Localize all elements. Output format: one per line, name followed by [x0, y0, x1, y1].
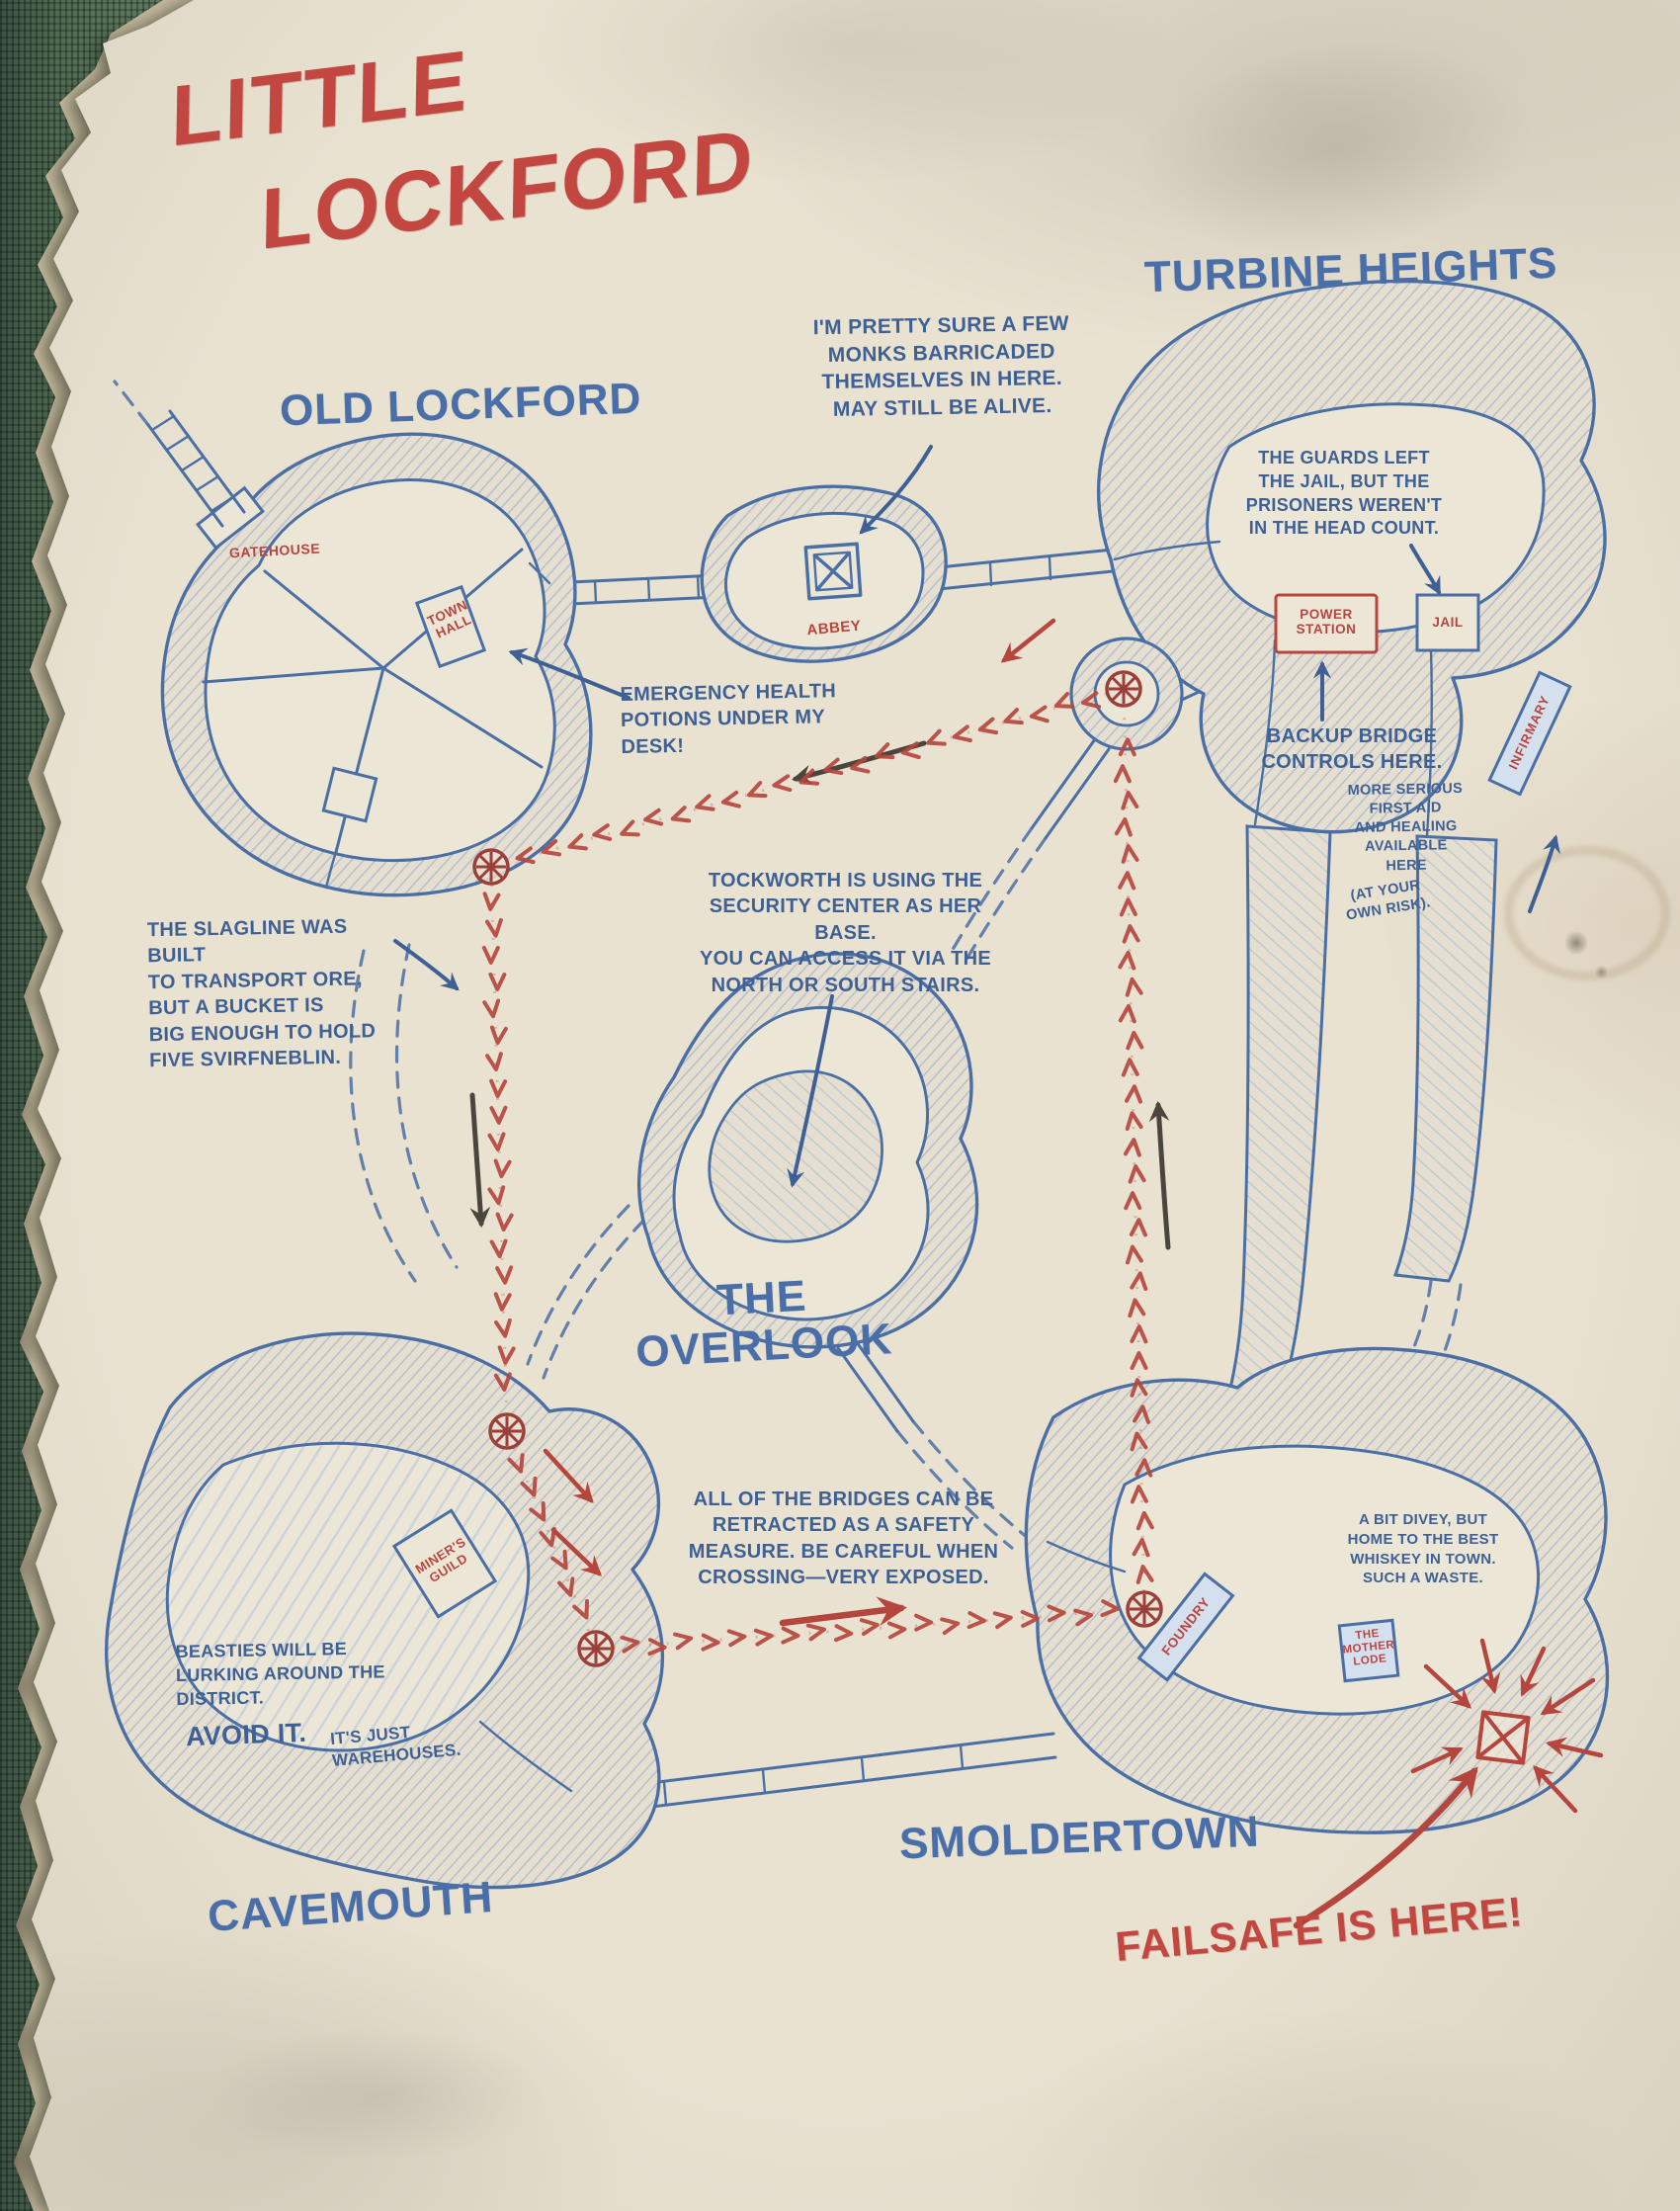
direction-arrow-east-red	[779, 1596, 907, 1627]
district-cavemouth	[105, 1331, 665, 1890]
jail-building	[1415, 593, 1480, 652]
power-station-building	[1274, 593, 1379, 654]
mother-lode-label: THE MOTHER LODE	[1342, 1627, 1395, 1668]
red-arrow-small-2	[550, 1527, 602, 1576]
failsafe-curved-arrow	[1293, 1766, 1478, 1929]
note-first-aid: MORE SERIOUS FIRST AID AND HEALING AVAIL…	[1347, 780, 1464, 874]
note-bridges: ALL OF THE BRIDGES CAN BE RETRACTED AS A…	[688, 1488, 999, 1589]
note-monks: I'M PRETTY SURE A FEW MONKS BARRICADED T…	[812, 311, 1069, 422]
note-tockworth: TOCKWORTH IS USING THE SECURITY CENTER A…	[700, 870, 991, 996]
district-abbey-isle	[700, 484, 948, 663]
note-backup-bridge: BACKUP BRIDGE CONTROLS HERE.	[1261, 725, 1443, 774]
gatehouse-structure	[113, 380, 265, 551]
foundry-building	[1136, 1572, 1235, 1682]
direction-arrow-north	[1148, 1100, 1171, 1250]
slagline-note-arrow	[393, 939, 460, 991]
infirmary-building	[1487, 670, 1572, 797]
district-label-overlook: THE OVERLOOK	[634, 1271, 894, 1377]
miners-guild-building	[391, 1508, 498, 1619]
note-slagline: THE SLAGLINE WAS BUILT TO TRANSPORT ORE,…	[146, 915, 377, 1072]
district-turbine-heights	[1097, 279, 1607, 838]
turbine-shafts	[1221, 824, 1498, 1419]
slagline-pylons	[472, 670, 1163, 1667]
town-hall-building	[414, 584, 487, 669]
power-station-label: POWER STATION	[1296, 607, 1357, 638]
note-divey: A BIT DIVEY, BUT HOME TO THE BEST WHISKE…	[1347, 1511, 1499, 1587]
tockworth-arrow	[787, 994, 834, 1188]
note-potions: EMERGENCY HEALTH POTIONS UNDER MY DESK!	[620, 680, 837, 758]
note-avoid: AVOID IT.	[185, 1717, 307, 1752]
note-beasties: BEASTIES WILL BE LURKING AROUND THE DIST…	[175, 1639, 385, 1709]
slagline-route	[481, 687, 1154, 1657]
mother-lode-building	[1337, 1618, 1400, 1683]
guards-arrow	[1409, 544, 1441, 596]
note-guards: THE GUARDS LEFT THE JAIL, BUT THE PRISON…	[1245, 448, 1443, 539]
red-arrow-small-1	[543, 1448, 594, 1504]
red-arrow-near-node	[1000, 618, 1056, 663]
failsafe-symbol	[1475, 1710, 1531, 1765]
jail-label: JAIL	[1432, 615, 1464, 630]
district-overlook	[637, 952, 979, 1349]
building-warehouse-square	[321, 766, 378, 823]
abbey-symbol	[803, 542, 863, 601]
failsafe-starburst	[1410, 1638, 1604, 1814]
first-aid-arrow	[1528, 834, 1560, 913]
monks-arrow	[859, 445, 933, 535]
potions-arrow	[508, 647, 630, 700]
district-old-lockford	[113, 380, 593, 897]
direction-arrow-south	[469, 1092, 491, 1229]
annotation-arrows	[393, 445, 1560, 1929]
district-smoldertown	[1024, 1346, 1610, 1834]
